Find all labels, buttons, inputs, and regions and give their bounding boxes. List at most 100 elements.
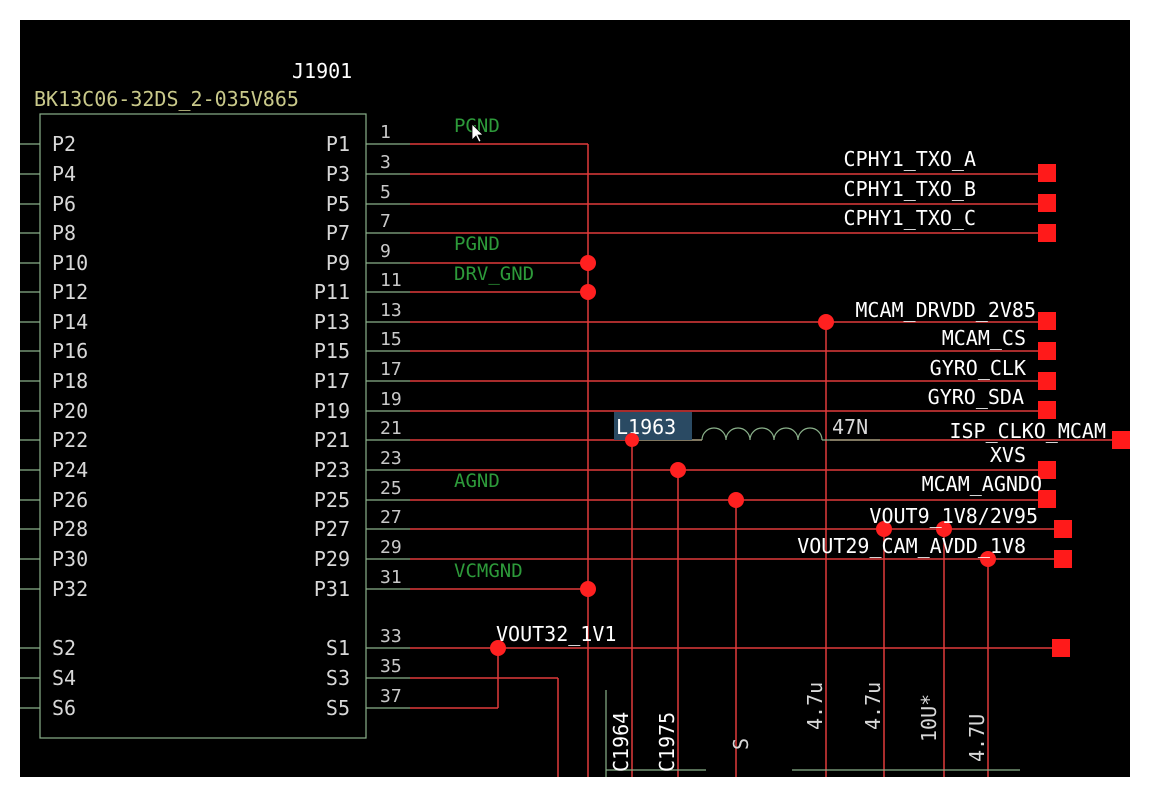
right-pin-label: P27 xyxy=(314,517,350,541)
left-pin-label: S6 xyxy=(52,696,76,720)
capacitor-value-4u7: 4.7u xyxy=(803,682,827,730)
right-pin-label: P29 xyxy=(314,547,350,571)
capacitor-value-10u: 10U* xyxy=(917,694,941,742)
right-pin-label: P19 xyxy=(314,399,350,423)
left-pin-label: P28 xyxy=(52,517,88,541)
capacitor-value-4u7: 4.7u xyxy=(861,682,885,730)
left-pin-label: P22 xyxy=(52,428,88,452)
port-gyro-sda xyxy=(1038,401,1056,419)
ground-label-agnd: AGND xyxy=(454,470,500,492)
capacitor-refdes-c1964: C1964 xyxy=(609,712,633,772)
right-pin-label: P5 xyxy=(326,192,350,216)
left-pin-label: P26 xyxy=(52,488,88,512)
left-pin-label: P8 xyxy=(52,221,76,245)
capacitor-value-4u7: 4.7U xyxy=(965,714,989,762)
right-pin-label: P1 xyxy=(326,132,350,156)
left-pin-label: P6 xyxy=(52,192,76,216)
ground-label-pgnd: PGND xyxy=(454,233,500,255)
pin-number: 17 xyxy=(380,359,402,380)
junction-dots xyxy=(490,255,996,656)
net-label-xvs: XVS xyxy=(990,443,1026,467)
right-pin-numbers: 1 3 5 7 9 11 13 15 17 19 21 23 25 27 29 … xyxy=(380,122,402,707)
pin-number: 11 xyxy=(380,270,402,291)
right-pin-label: P3 xyxy=(326,162,350,186)
pin-number: 15 xyxy=(380,329,402,350)
inductor-refdes: L1963 xyxy=(616,415,676,439)
right-pin-label: P11 xyxy=(314,280,350,304)
connector-body xyxy=(39,113,367,739)
port-gyro-clk xyxy=(1038,372,1056,390)
left-pin-label: P14 xyxy=(52,310,88,334)
pin-number: 19 xyxy=(380,389,402,410)
net-label-agnd0: MCAM_AGNDO xyxy=(922,472,1042,496)
right-pin-labels: P1 P3 P5 P7 P9 P11 P13 P15 P17 P19 P21 P… xyxy=(314,132,350,720)
right-pin-label: P7 xyxy=(326,221,350,245)
pin-number: 21 xyxy=(380,418,402,439)
right-pin-label: P25 xyxy=(314,488,350,512)
ground-label-vcmgnd: VCMGND xyxy=(454,560,523,582)
left-pin-stubs xyxy=(20,143,40,709)
pin-number: 29 xyxy=(380,537,402,558)
port-vout9 xyxy=(1054,520,1072,538)
right-pin-label: P15 xyxy=(314,339,350,363)
right-pin-label: P9 xyxy=(326,251,350,275)
left-pin-label: P10 xyxy=(52,251,88,275)
net-label-isp-clk: ISP_CLKO_MCAM xyxy=(949,419,1106,443)
port-cs xyxy=(1038,342,1056,360)
port-cphy-a xyxy=(1038,164,1056,182)
ground-label-pgnd: PGND xyxy=(454,115,500,137)
pin-number: 7 xyxy=(380,211,391,232)
right-pin-label: S1 xyxy=(326,636,350,660)
left-pin-label: S2 xyxy=(52,636,76,660)
connector-refdes: J1901 xyxy=(292,59,352,83)
right-pin-label: P17 xyxy=(314,369,350,393)
capacitor-label-s: S xyxy=(729,738,753,750)
port-cphy-b xyxy=(1038,194,1056,212)
net-label-vout9: VOUT9_1V8/2V95 xyxy=(869,504,1038,528)
right-pin-label: P13 xyxy=(314,310,350,334)
pin-number: 35 xyxy=(380,656,402,677)
pin-number: 1 xyxy=(380,122,391,143)
net-label-vout29: VOUT29_CAM_AVDD_1V8 xyxy=(797,534,1026,558)
left-pin-labels: P2 P4 P6 P8 P10 P12 P14 P16 P18 P20 P22 … xyxy=(52,132,88,720)
left-pin-label: P20 xyxy=(52,399,88,423)
port-vout29 xyxy=(1054,550,1072,568)
right-pin-label: P23 xyxy=(314,458,350,482)
pin-number: 3 xyxy=(380,152,391,173)
pin-number: 9 xyxy=(380,241,391,262)
ground-label-drv-gnd: DRV_GND xyxy=(454,263,534,285)
left-pin-label: P2 xyxy=(52,132,76,156)
left-pin-label: P12 xyxy=(52,280,88,304)
capacitor-refdes-c1975: C1975 xyxy=(655,712,679,772)
inductor-value: 47N xyxy=(832,415,868,439)
port-agnd0 xyxy=(1038,490,1056,508)
net-label-cphy-c: CPHY1_TXO_C xyxy=(844,206,976,230)
net-label-drvdd: MCAM_DRVDD_2V85 xyxy=(855,298,1036,322)
off-page-ports[interactable] xyxy=(1038,164,1130,657)
mouse-cursor-icon xyxy=(471,123,484,143)
pin-number: 23 xyxy=(380,448,402,469)
port-drvdd xyxy=(1038,312,1056,330)
pin-number: 13 xyxy=(380,300,402,321)
left-pin-label: P4 xyxy=(52,162,76,186)
port-vout32 xyxy=(1052,639,1070,657)
pin-number: 25 xyxy=(380,478,402,499)
net-label-cphy-b: CPHY1_TXO_B xyxy=(844,177,976,201)
pin-number: 27 xyxy=(380,507,402,528)
left-pin-label: P24 xyxy=(52,458,88,482)
left-pin-label: P32 xyxy=(52,577,88,601)
net-label-cphy-a: CPHY1_TXO_A xyxy=(844,147,976,171)
port-isp-clk xyxy=(1112,431,1130,449)
left-pin-label: P30 xyxy=(52,547,88,571)
net-label-vout32: VOUT32_1V1 xyxy=(496,622,616,646)
net-label-gyro-clk: GYRO_CLK xyxy=(930,356,1026,380)
port-cphy-c xyxy=(1038,224,1056,242)
schematic-canvas[interactable]: J1901 BK13C06-32DS_2-035V865 P2 P4 P6 P8… xyxy=(20,20,1130,777)
connector-part-number: BK13C06-32DS_2-035V865 xyxy=(34,87,299,111)
right-pin-label: S3 xyxy=(326,666,350,690)
net-label-cs: MCAM_CS xyxy=(942,326,1026,350)
pin-number: 31 xyxy=(380,567,402,588)
right-pin-leads xyxy=(366,143,410,709)
vertical-wires xyxy=(497,144,989,777)
pin-number: 33 xyxy=(380,626,402,647)
